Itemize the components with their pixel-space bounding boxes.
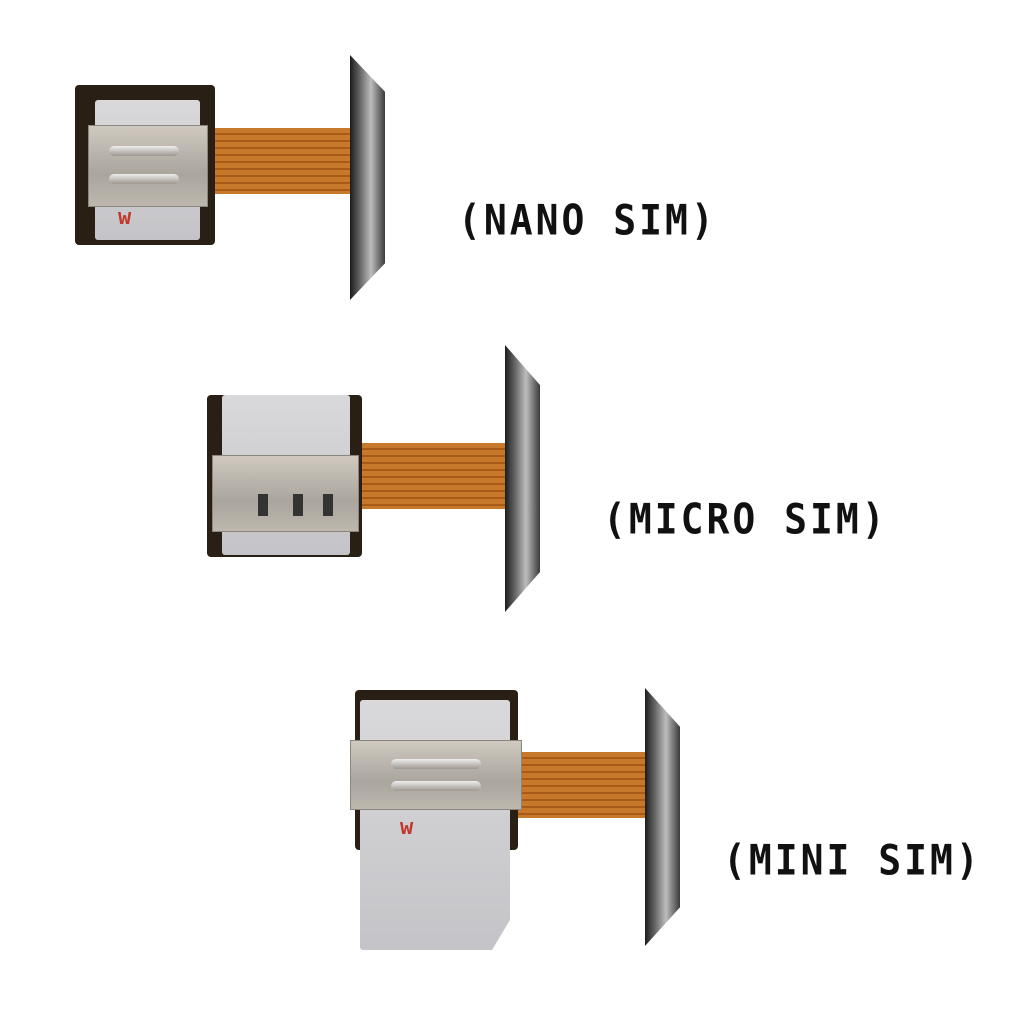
metal-clip (350, 740, 522, 810)
carrier-logo: w (118, 205, 132, 230)
metal-clip (212, 455, 359, 532)
metal-clip (88, 125, 208, 207)
flex-cable (200, 128, 352, 194)
phone-sim-plate (350, 55, 385, 300)
carrier-logo: w (400, 815, 414, 840)
phone-sim-plate (645, 688, 680, 946)
micro-sim-label: (MICRO SIM) (603, 494, 888, 544)
sim-card (360, 700, 510, 950)
nano-sim-label: (NANO SIM) (458, 195, 717, 245)
flex-cable (515, 752, 648, 818)
flex-cable (360, 443, 508, 509)
phone-sim-plate (505, 345, 540, 612)
mini-sim-label: (MINI SIM) (723, 835, 982, 885)
